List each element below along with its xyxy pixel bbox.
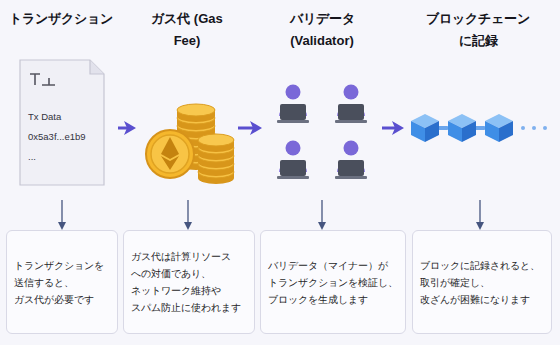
description-box: トランザクションを 送信すると、 ガス代が必要です	[6, 230, 118, 334]
step-column: トランザクション Tx Data 0x5a3f...e1b9...	[4, 8, 118, 200]
block-cube	[462, 121, 476, 142]
coin-top	[198, 134, 234, 146]
flow-arrow	[61, 200, 62, 227]
flow-arrow	[118, 127, 130, 130]
coin-top	[177, 104, 215, 116]
document-icon	[20, 60, 104, 185]
block-cube	[499, 121, 513, 142]
block-chain	[411, 114, 547, 142]
person-head	[286, 85, 301, 100]
block-cube	[448, 121, 462, 142]
flow-arrow	[382, 127, 398, 130]
flow-arrow	[187, 200, 188, 227]
document-symbol	[30, 74, 55, 85]
description-box: バリデータ（マイナー）が トランザクションを検証し、 ブロックを生成します	[260, 230, 406, 334]
tx-data-text: Tx Data	[28, 110, 100, 124]
block-cube	[411, 121, 425, 142]
description-text: トランザクションを 送信すると、 ガス代が必要です	[14, 257, 110, 308]
front-coin	[146, 130, 194, 178]
person-head	[286, 141, 301, 156]
laptop-base	[335, 120, 367, 123]
tx-ellipsis-text: ...	[28, 150, 100, 164]
ellipsis-dot	[543, 126, 547, 130]
flow-arrow	[321, 200, 322, 227]
laptop-screen	[280, 104, 306, 120]
laptop-base	[277, 120, 309, 123]
description-text: ガス代は計算リソース への対価であり、 ネットワーク維持や スパム防止に使われま…	[131, 248, 247, 316]
document-fold	[90, 60, 104, 74]
ellipsis-dot	[521, 126, 525, 130]
person-head	[344, 85, 359, 100]
description-box: ガス代は計算リソース への対価であり、 ネットワーク維持や スパム防止に使われま…	[123, 230, 255, 334]
description-box: ブロックに記録されると、 取引が確定し、 改ざんが困難になります	[412, 230, 552, 334]
laptop-screen	[280, 160, 306, 176]
ellipsis-dot	[532, 126, 536, 130]
validator-people	[277, 85, 367, 180]
column-heading: トランザクション	[4, 8, 118, 30]
laptop-base	[277, 176, 309, 179]
ethereum-logo	[161, 156, 179, 170]
column-heading: ブロックチェーン に記録	[422, 8, 534, 52]
description-text: バリデータ（マイナー）が トランザクションを検証し、 ブロックを生成します	[268, 257, 398, 308]
laptop-base	[335, 176, 367, 179]
person-head	[344, 141, 359, 156]
document-page	[20, 60, 104, 185]
step-column: ガス代 (Gas Fee)	[136, 8, 238, 200]
column-heading: ガス代 (Gas Fee)	[147, 8, 227, 52]
tx-hash-text: 0x5a3f...e1b9	[28, 130, 100, 144]
flow-arrow	[479, 200, 480, 227]
ethereum-logo	[161, 137, 179, 159]
front-coin-rim	[151, 135, 189, 173]
step-column: ブロックチェーン に記録	[404, 8, 552, 200]
flow-arrow	[238, 127, 256, 130]
laptop-screen	[338, 104, 364, 120]
description-text: ブロックに記録されると、 取引が確定し、 改ざんが困難になります	[420, 257, 544, 308]
column-heading: バリデータ (Validator)	[277, 8, 367, 52]
block-cube	[485, 121, 499, 142]
block-cube	[425, 121, 439, 142]
laptop-screen	[338, 160, 364, 176]
step-column: バリデータ (Validator)	[262, 8, 382, 200]
coin-stack	[146, 104, 234, 184]
